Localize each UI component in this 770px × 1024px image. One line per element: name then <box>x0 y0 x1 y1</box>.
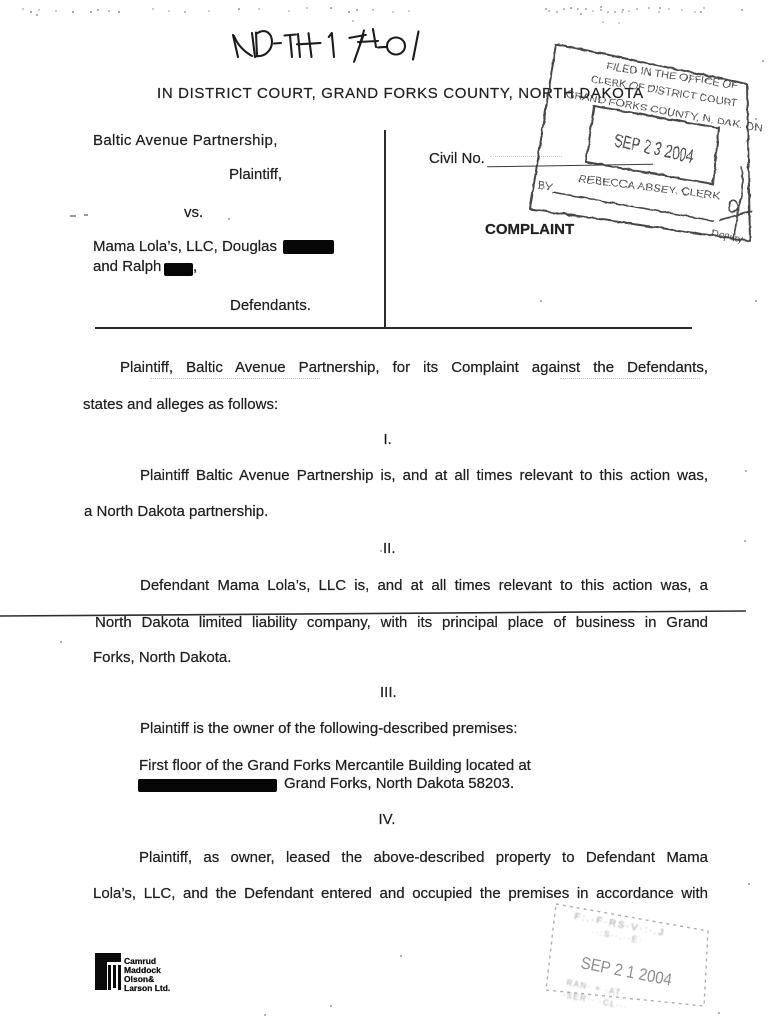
svg-text:REBECCA ABSEY, CLERK: REBECCA ABSEY, CLERK <box>578 173 721 202</box>
svg-text:SEP 2 3 2004: SEP 2 3 2004 <box>612 130 696 168</box>
svg-text:BY: BY <box>536 179 553 194</box>
svg-text:Deputy: Deputy <box>710 228 743 245</box>
